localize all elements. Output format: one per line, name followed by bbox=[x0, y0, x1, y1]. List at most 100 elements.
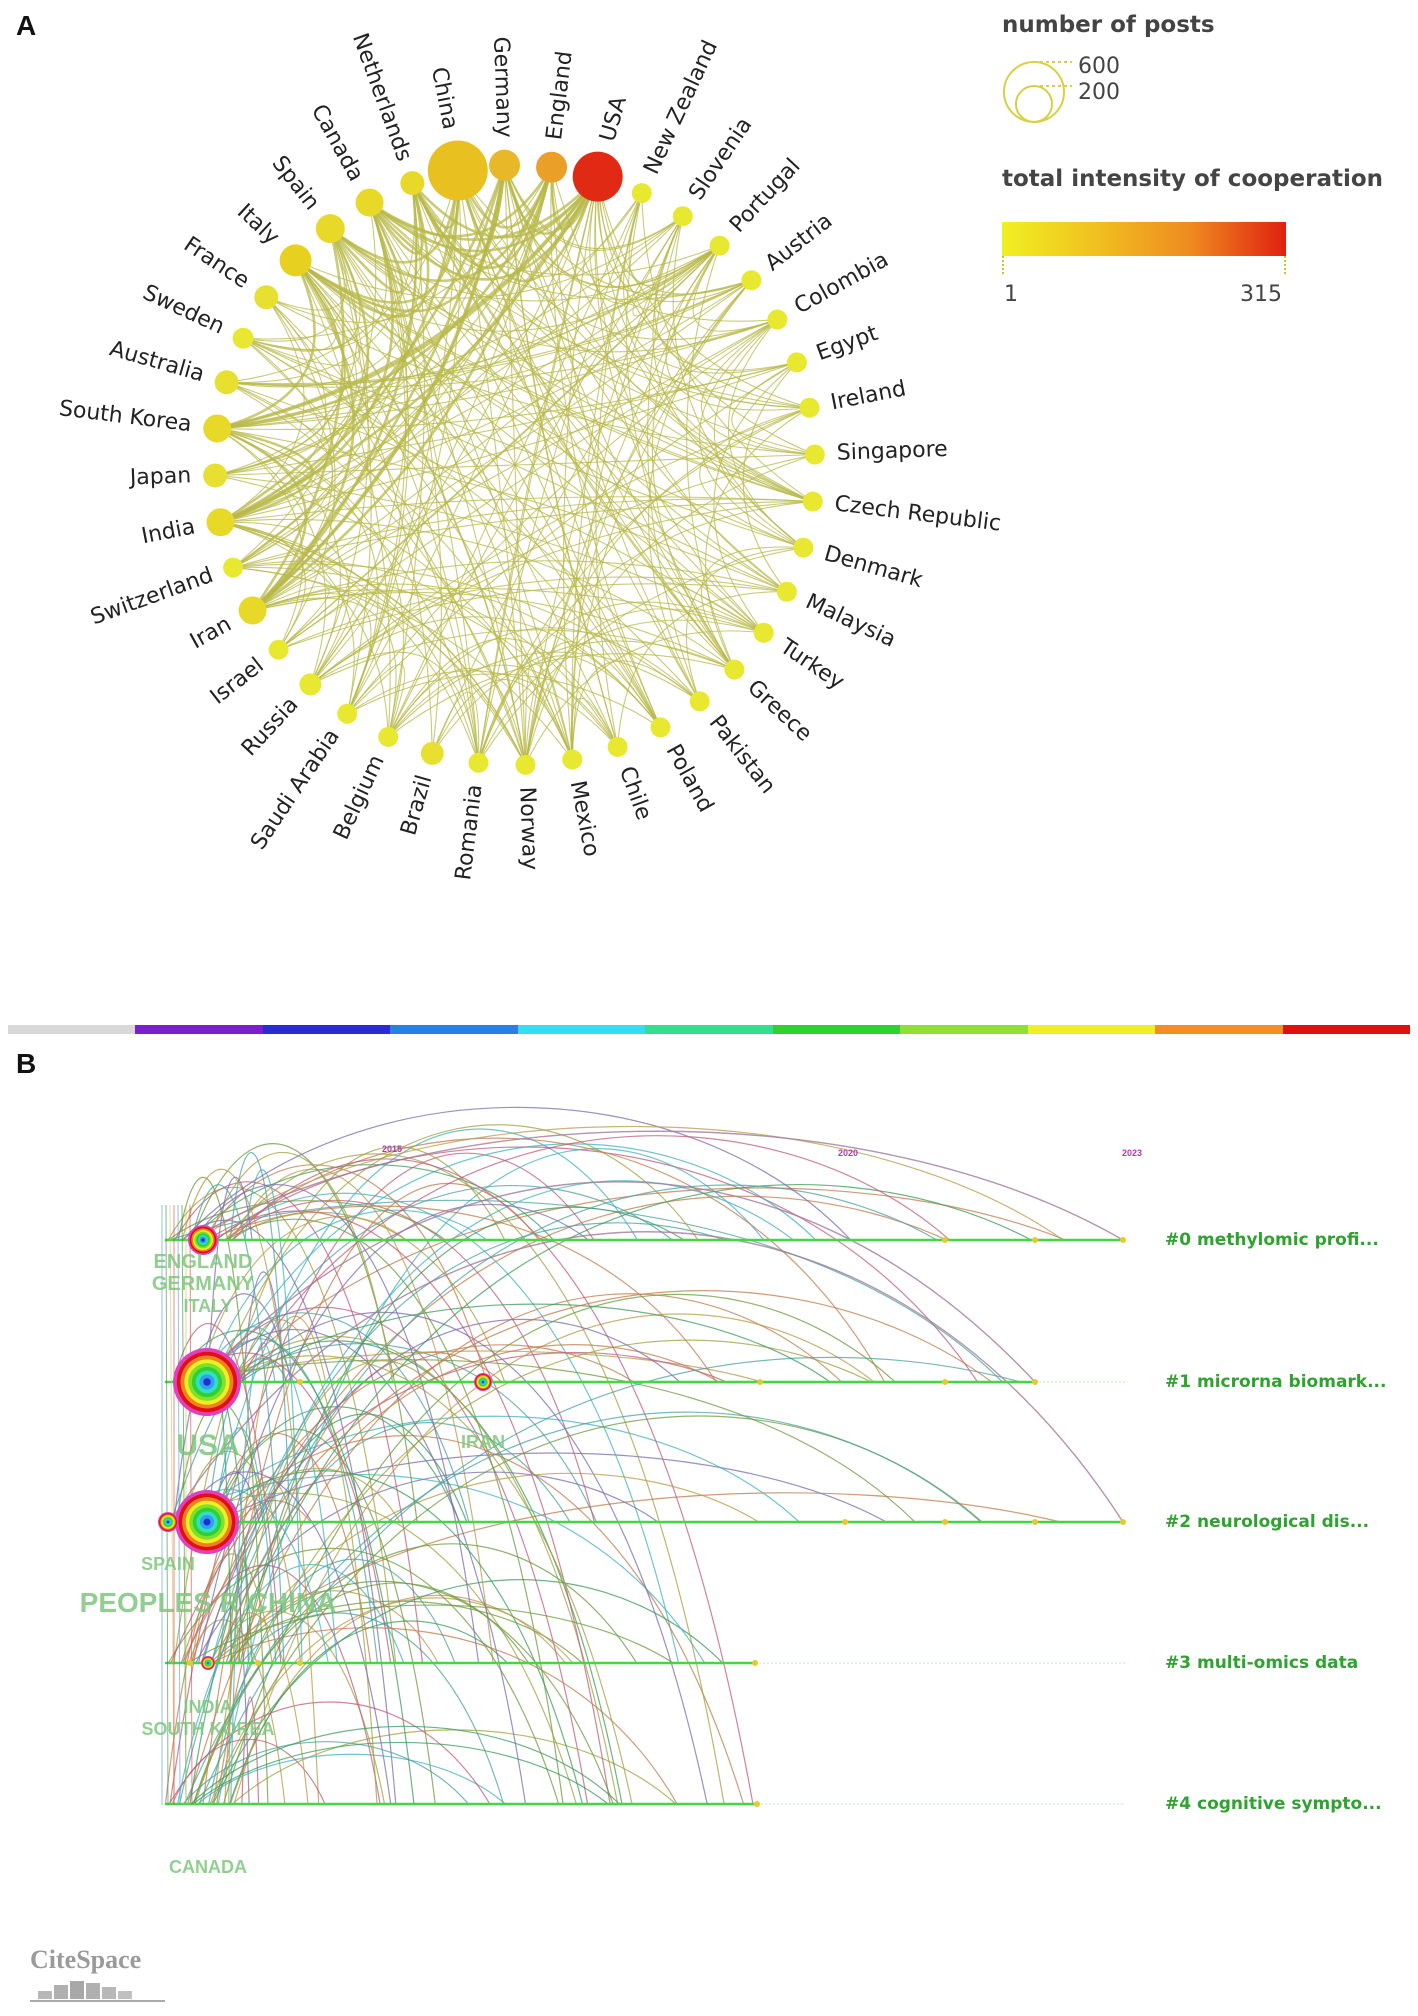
collaboration-edge bbox=[251, 166, 553, 612]
citation-arc bbox=[209, 1610, 386, 1805]
collaboration-edge bbox=[503, 165, 735, 670]
collaboration-edge bbox=[369, 202, 720, 276]
legend-color-max: 315 bbox=[1240, 282, 1282, 307]
country-label-england: England bbox=[542, 50, 578, 142]
collaboration-edge bbox=[524, 630, 764, 766]
legend-size-200: 200 bbox=[1078, 80, 1120, 105]
citation-arc bbox=[208, 1152, 394, 1383]
country-label-japan: Japan bbox=[127, 463, 191, 490]
collaboration-edge bbox=[387, 668, 527, 765]
country-label-china: China bbox=[426, 65, 463, 131]
citation-arc bbox=[206, 1210, 611, 1805]
citation-arc bbox=[217, 1355, 633, 1805]
collaboration-edge bbox=[411, 182, 765, 634]
citation-arc bbox=[244, 1169, 303, 1664]
citation-arc bbox=[208, 1558, 456, 1805]
collaboration-edge bbox=[368, 166, 553, 238]
citation-arc bbox=[233, 1313, 875, 1805]
citation-arc bbox=[184, 1411, 982, 1805]
collaboration-edge bbox=[597, 176, 810, 409]
country-label-slovenia: Slovenia bbox=[684, 113, 757, 205]
country-label-ireland: Ireland bbox=[829, 376, 908, 415]
citation-arc bbox=[216, 1612, 309, 1805]
timeline-segment bbox=[390, 1025, 518, 1034]
collaboration-edge bbox=[216, 427, 304, 650]
collaboration-edge bbox=[457, 170, 527, 765]
collaboration-edge bbox=[551, 167, 804, 549]
collaboration-edge bbox=[242, 228, 361, 351]
country-node-israel bbox=[268, 639, 289, 660]
timeline-dot bbox=[187, 1660, 193, 1666]
collaboration-edge bbox=[295, 260, 391, 737]
country-label-switzerland: Switzerland bbox=[87, 563, 216, 630]
country-label-chile: Chile bbox=[614, 763, 656, 823]
citation-arc bbox=[168, 1701, 491, 1805]
collaboration-edge bbox=[594, 176, 788, 593]
citation-arc bbox=[191, 1143, 418, 1523]
timeline-node-india bbox=[201, 1656, 215, 1670]
collaboration-edge bbox=[431, 691, 480, 763]
country-node-mexico bbox=[562, 749, 583, 770]
collaboration-edge bbox=[550, 167, 661, 728]
citation-arc bbox=[215, 1146, 979, 1383]
collaboration-edge bbox=[504, 165, 813, 503]
collaboration-edge bbox=[278, 576, 787, 651]
citation-arc bbox=[167, 1547, 560, 1805]
citation-arc bbox=[225, 1137, 886, 1383]
country-node-belgium bbox=[378, 726, 399, 747]
timeline-dot bbox=[757, 1379, 763, 1385]
citation-arc bbox=[191, 1553, 273, 1664]
citation-arc bbox=[190, 1725, 620, 1805]
country-label-pakistan: Pakistan bbox=[704, 711, 780, 799]
citation-arc bbox=[207, 1176, 253, 1383]
timeline-dot bbox=[752, 1660, 758, 1666]
citation-arc bbox=[201, 1328, 527, 1805]
citation-arc bbox=[170, 1352, 728, 1664]
collaboration-edge bbox=[329, 228, 372, 714]
citation-arc bbox=[184, 1564, 381, 1805]
country-node-austria bbox=[741, 270, 762, 291]
collaboration-edge bbox=[243, 166, 553, 340]
collaboration-edge bbox=[251, 164, 506, 612]
citation-arc bbox=[217, 1344, 720, 1664]
year-label-2015: 2015 bbox=[382, 1144, 402, 1154]
citation-arc bbox=[232, 1168, 494, 1664]
collaboration-edge bbox=[252, 585, 330, 651]
node-label-germany: GERMANY bbox=[152, 1273, 255, 1295]
cluster-timeline-view: 2015 2020 2023 #0 methylomic profi... #1… bbox=[80, 1106, 1386, 1877]
country-node-saudi-arabia bbox=[337, 703, 358, 724]
collaboration-edge bbox=[242, 337, 701, 702]
collaboration-edge bbox=[215, 167, 553, 477]
collaboration-edge bbox=[220, 215, 684, 523]
country-node-japan bbox=[203, 463, 228, 488]
collaboration-edge bbox=[295, 260, 661, 728]
citation-arc bbox=[172, 1330, 415, 1805]
country-label-south-korea: South Korea bbox=[58, 396, 193, 437]
collaboration-edge bbox=[387, 627, 701, 738]
cluster-label-3: #3 multi-omics data bbox=[1165, 1653, 1358, 1673]
collaboration-edge bbox=[387, 638, 619, 748]
citation-arc bbox=[188, 1604, 674, 1664]
collaboration-edge bbox=[294, 170, 460, 304]
cluster-label-1: #1 microrna biomark... bbox=[1165, 1372, 1386, 1392]
citation-arc bbox=[240, 1303, 831, 1383]
country-label-denmark: Denmark bbox=[821, 541, 925, 593]
collaboration-edge bbox=[252, 279, 752, 611]
citation-arc bbox=[237, 1135, 950, 1383]
collaboration-edge bbox=[226, 381, 526, 765]
country-label-egypt: Egypt bbox=[813, 321, 882, 366]
citation-arc bbox=[226, 1218, 564, 1805]
collaboration-edge bbox=[617, 591, 787, 747]
country-node-pakistan bbox=[689, 691, 710, 712]
timeline-segment bbox=[645, 1025, 773, 1034]
collaboration-edge bbox=[570, 697, 619, 760]
country-label-norway: Norway bbox=[514, 786, 542, 870]
country-node-iran bbox=[238, 596, 267, 625]
collaboration-edge bbox=[477, 619, 764, 764]
country-label-brazil: Brazil bbox=[396, 772, 437, 838]
collaboration-edge bbox=[622, 192, 798, 374]
citation-arc bbox=[224, 1153, 725, 1805]
timeline-dot bbox=[754, 1801, 760, 1807]
collaboration-edge bbox=[295, 260, 479, 763]
citation-arc bbox=[217, 1148, 765, 1805]
